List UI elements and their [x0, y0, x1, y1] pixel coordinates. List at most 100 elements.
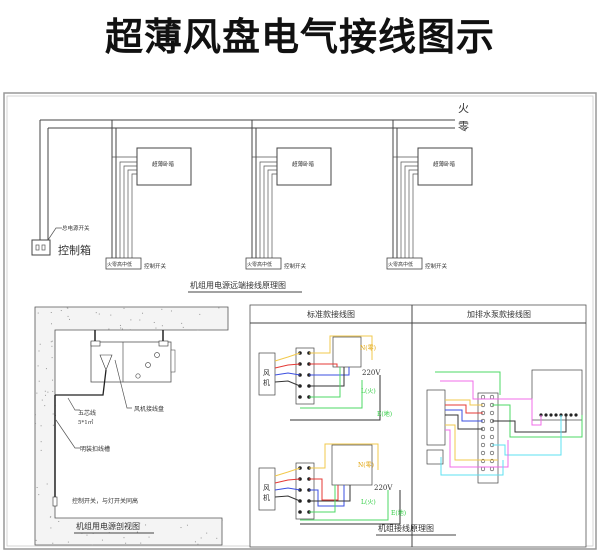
fan-label: 风 [263, 484, 270, 492]
voltage-label: 220V [374, 484, 393, 492]
wall-texture [200, 537, 202, 539]
e-label: E(地) [391, 509, 406, 517]
terminal [489, 458, 495, 464]
wall-texture [91, 544, 93, 546]
wall-texture [40, 425, 42, 427]
standard-header: 标准款接线图 [307, 309, 355, 319]
diagram-line [259, 161, 277, 258]
wall-texture [95, 526, 97, 528]
switch-label: 控制开关 [425, 262, 448, 270]
signal-wire [445, 404, 483, 414]
wall-texture [145, 524, 147, 526]
terminal [549, 413, 553, 417]
terminal [298, 510, 302, 514]
unit-label: 超薄卧暗 [433, 160, 456, 168]
pump [426, 449, 444, 465]
wall-texture [46, 483, 48, 485]
switch-label: 控制开关 [284, 262, 307, 270]
diagram-line [271, 173, 277, 258]
terminal [489, 434, 495, 440]
control-box [31, 239, 51, 256]
wall-texture [125, 542, 127, 544]
wall-texture [155, 327, 157, 329]
control-switch [245, 257, 282, 270]
terminal [554, 413, 558, 417]
wall-texture [35, 539, 37, 541]
switch-label: 控制开关 [144, 262, 167, 270]
signal-wire [309, 367, 350, 376]
signal-wire [440, 380, 542, 426]
diagram-line [127, 169, 137, 258]
switch-note: 控制开关，与灯开关同高 [72, 497, 138, 505]
terminal [489, 426, 495, 432]
signal-wire [492, 415, 562, 456]
terminal [569, 413, 573, 417]
wall-texture [107, 526, 109, 528]
wall-texture [197, 543, 199, 545]
diagram-line [408, 169, 418, 258]
wall-texture [216, 537, 218, 539]
fan-label: 风 [263, 369, 270, 377]
wall-texture [95, 312, 97, 314]
signal-wire [492, 415, 567, 433]
wall-texture [50, 311, 52, 313]
signal-wire [440, 457, 504, 476]
signal-wire [445, 409, 483, 422]
diagram-line [119, 161, 137, 258]
control-box-label: 控制箱 [58, 243, 91, 257]
fan-wire [274, 495, 301, 502]
cable-spec: 5*1㎡ [78, 418, 94, 426]
terminal [480, 434, 486, 440]
wall-texture [139, 522, 141, 524]
switch-terminals: 火零高中低 [247, 261, 272, 268]
wall-texture [37, 312, 39, 314]
wall-texture [121, 328, 123, 330]
top-caption: 机组用电源远端接线原理图 [190, 280, 286, 290]
signal-wire [309, 367, 345, 387]
fan-coil-unit [276, 147, 332, 186]
wall-texture [110, 314, 112, 316]
wall-texture [182, 326, 184, 328]
wall-texture [136, 531, 138, 533]
wall-texture [140, 542, 142, 544]
wall-texture [52, 424, 54, 426]
wall-texture [100, 528, 102, 530]
page-title: 超薄风盘电气接线图示 [104, 15, 495, 59]
diagram-line [263, 165, 277, 258]
wall-texture [129, 329, 131, 331]
diagram-line [404, 165, 418, 258]
wall-texture [36, 486, 38, 488]
signal-wire [309, 485, 345, 507]
wall-texture [41, 399, 43, 401]
terminal [489, 450, 495, 456]
l-label: L(火) [361, 499, 376, 506]
controller [332, 336, 362, 368]
fan-motor [426, 389, 446, 446]
frame [3, 92, 597, 550]
leader-line [47, 227, 62, 241]
fan-wire [274, 487, 301, 491]
signal-wire [309, 335, 373, 360]
wall-texture [130, 319, 132, 321]
n-label: N(零) [360, 345, 376, 352]
trunking-label: 明装扣线槽 [80, 445, 110, 453]
signal-wire [309, 443, 379, 470]
terminal [574, 413, 578, 417]
wall-texture [120, 327, 122, 329]
wall-texture [38, 350, 40, 352]
junction-label: 风机接线盘 [134, 405, 164, 413]
wall-texture [52, 390, 54, 392]
wall-texture [161, 325, 163, 327]
controller [331, 444, 373, 486]
fan-wire [274, 372, 301, 376]
wiring-caption: 机组接线原理图 [378, 523, 434, 533]
wall-texture [49, 516, 51, 518]
wall-texture [67, 315, 69, 317]
fan-motor [258, 352, 276, 396]
voltage-label: 220V [362, 369, 381, 377]
wall-texture [38, 494, 40, 496]
signal-wire [445, 399, 483, 406]
switch-terminals: 火零高中低 [107, 261, 132, 268]
signal-wire [309, 363, 338, 367]
diagram-line [412, 173, 418, 258]
